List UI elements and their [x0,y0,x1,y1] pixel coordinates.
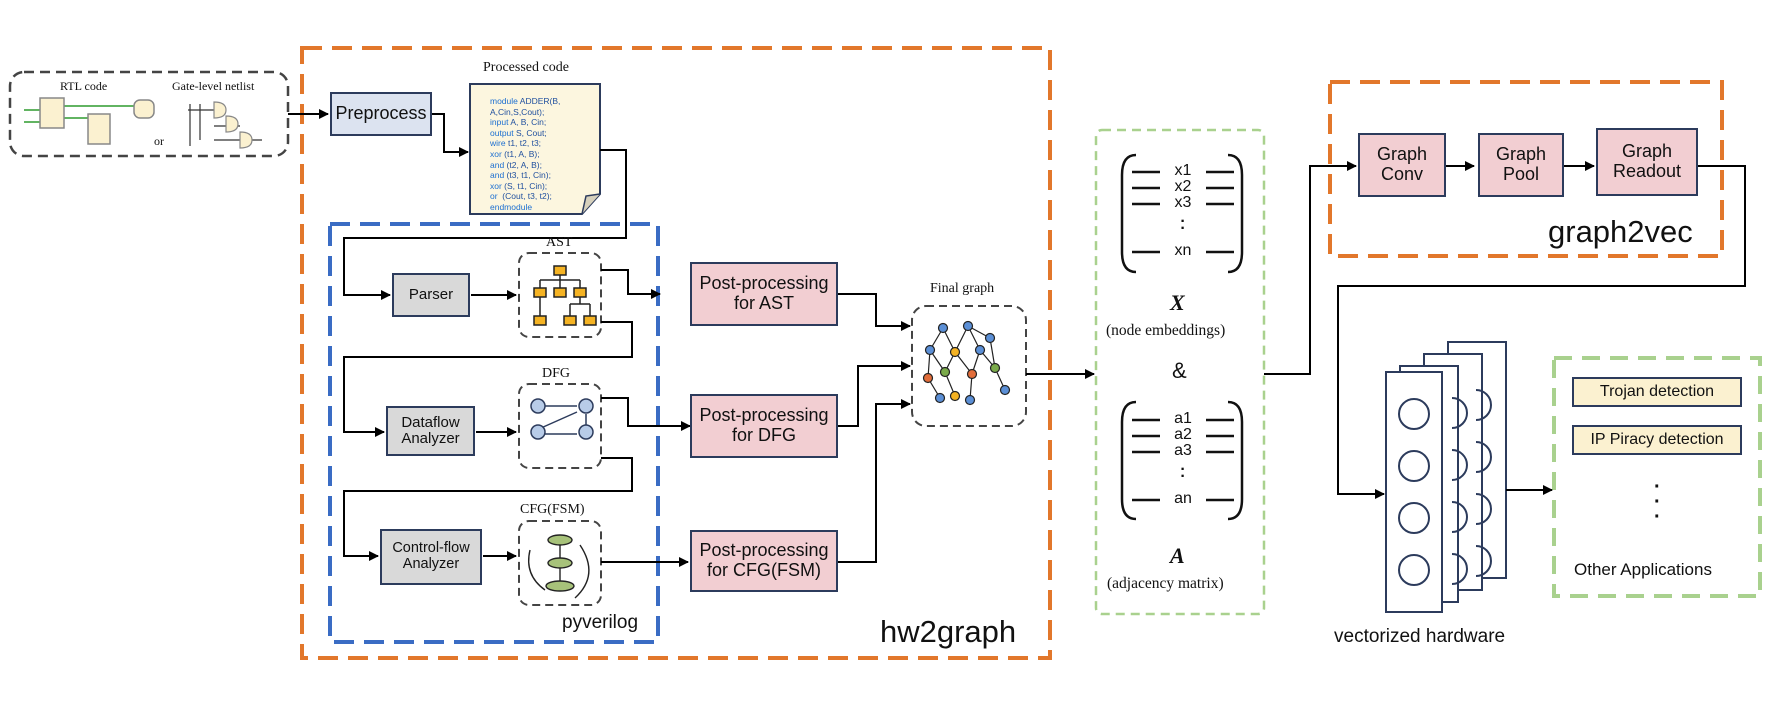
matrix-row-label: · · [1180,213,1186,237]
final-graph-icon [922,320,1011,406]
a-caption: (adjacency matrix) [1107,575,1224,592]
vectorized-hardware-label: vectorized hardware [1334,626,1506,647]
dfg-label: DFG [542,366,571,381]
code-text: (Cout, t3, t2); [497,191,552,202]
matrix-row-label: · · [1180,461,1186,485]
ip-piracy-detection-box: IP Piracy detection [1572,425,1742,455]
post-processing-dfg-box: Post-processing for DFG [690,394,838,458]
input-region [8,70,290,158]
parser-box: Parser [392,273,470,317]
code-line: xor (S, t1, Cin); [490,181,560,192]
code-keyword: xor [490,180,502,191]
dataflow-analyzer-box: Dataflow Analyzer [386,406,475,456]
connectors [288,109,1746,567]
dfg-icon [530,398,594,440]
processed-code-document [469,83,601,215]
x-caption: (node embeddings) [1106,322,1226,339]
gate-level-netlist-label: Gate-level netlist [172,79,255,93]
matrix-row-label: x3 [1174,194,1192,211]
ast-label: AST [546,235,573,250]
hw2graph-label: hw2graph [880,614,1017,649]
code-line: wire t1, t2, t3; [490,138,560,149]
code-text: (t1, A, B); [501,148,540,159]
code-keyword: module [490,96,518,106]
graph-conv-box: Graph Conv [1358,133,1446,197]
hw2graph-region [300,46,1052,660]
code-line: xor (t1, A, B); [490,149,560,160]
graph-readout-box: Graph Readout [1596,128,1698,196]
code-line: output S, Cout; [490,128,560,139]
matrix-row-label: a3 [1174,442,1192,459]
x-matrix-brackets [1120,153,1244,274]
ast-frame [518,252,602,338]
code-text: A,Cin,S,Cout); [490,106,545,117]
controlflow-analyzer-box: Control-flow Analyzer [380,529,482,585]
netlist-thumbnail-icon [188,101,262,149]
final-graph-label: Final graph [930,281,995,296]
cfg-icon [527,534,590,599]
dfg-frame [518,383,602,469]
final-graph-frame [911,305,1027,427]
rtl-thumbnail-icon [24,97,155,145]
cfg-label: CFG(FSM) [520,502,585,517]
code-keyword: output [490,127,514,138]
code-line: and (t2, A, B); [490,160,560,171]
pyverilog-label: pyverilog [562,612,639,633]
code-text: (t3, t1, Cin); [504,170,551,181]
matrix-row-label: a2 [1174,426,1192,443]
or-label: or [154,134,164,148]
matrix-row-label: xn [1174,242,1192,259]
code-keyword: and [490,159,505,170]
a-symbol: A [1170,543,1185,568]
matrices-region [1094,128,1266,616]
code-keyword: endmodule [490,201,533,212]
vectorized-hardware-icon [1385,341,1507,613]
code-line: and (t3, t1, Cin); [490,170,560,181]
processed-code-title: Processed code [483,60,569,75]
code-text: ADDER(B, [517,96,561,106]
other-applications-label: Other Applications [1574,560,1712,579]
code-text: t1, t2, t3; [505,138,542,149]
post-processing-ast-box: Post-processing for AST [690,262,838,326]
code-line: endmodule [490,202,560,213]
applications-region [1552,356,1762,598]
graph-pool-box: Graph Pool [1478,133,1564,197]
code-keyword: xor [490,148,502,159]
code-line: input A, B, Cin; [490,117,560,128]
matrix-row-label: a1 [1174,410,1192,427]
processed-code-listing: module ADDER(B,A,Cin,S,Cout);input A, B,… [490,96,560,213]
matrix-row-label: x1 [1174,162,1192,179]
code-line: or (Cout, t3, t2); [490,191,560,202]
code-keyword: and [490,170,505,181]
preprocess-box: Preprocess [330,92,432,136]
code-line: A,Cin,S,Cout); [490,107,560,118]
code-line: module ADDER(B, [490,96,560,107]
ast-tree-icon [533,265,597,326]
x-symbol: X [1170,290,1185,315]
code-keyword: input [490,117,509,128]
graph2vec-label: graph2vec [1548,214,1693,249]
code-keyword: wire [490,138,506,149]
matrix-row-label: an [1174,490,1192,507]
trojan-detection-box: Trojan detection [1572,377,1742,407]
matrix-row-label: x2 [1174,178,1192,195]
graph2vec-region [1328,80,1724,258]
a-matrix-brackets [1120,400,1244,521]
code-text: (t2, A, B); [504,159,542,170]
rtl-code-label: RTL code [60,79,108,93]
post-processing-cfg-box: Post-processing for CFG(FSM) [690,530,838,592]
ampersand: & [1172,358,1187,383]
code-text: A, B, Cin; [508,117,547,128]
code-text: (S, t1, Cin); [501,180,548,191]
code-keyword: or [490,191,498,202]
more-applications-dots: · · · [1654,476,1661,528]
pyverilog-region [328,222,660,644]
code-text: S, Cout; [513,127,547,138]
